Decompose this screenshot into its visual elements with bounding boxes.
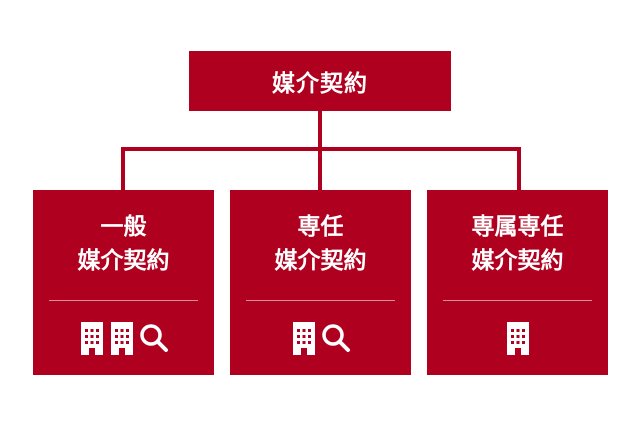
child-label-line2: 媒介契約 [77, 248, 170, 274]
icon-row [33, 321, 214, 355]
icon-row [230, 321, 411, 355]
divider [49, 300, 198, 301]
magnifier-icon [321, 321, 351, 355]
connector-root-stem [318, 111, 322, 149]
child-box-general: 一般 媒介契約 [33, 190, 214, 375]
root-box: 媒介契約 [189, 51, 451, 111]
child-label-general: 一般 媒介契約 [33, 210, 214, 278]
child-label-line1: 専任 [297, 214, 344, 240]
child-label-line1: 専属専任 [471, 214, 564, 240]
magnifier-icon [139, 321, 169, 355]
root-label: 媒介契約 [272, 71, 368, 97]
child-label-exclusive: 専任 媒介契約 [230, 210, 411, 278]
building-icon [505, 321, 531, 355]
connector-branch-right [517, 147, 521, 190]
divider [246, 300, 395, 301]
building-icon [109, 321, 135, 355]
child-box-exclusive: 専任 媒介契約 [230, 190, 411, 375]
child-label-exclusive-dedicated: 専属専任 媒介契約 [427, 210, 608, 278]
child-label-line2: 媒介契約 [274, 248, 367, 274]
child-label-line2: 媒介契約 [471, 248, 564, 274]
child-label-line1: 一般 [100, 214, 147, 240]
connector-branch-left [121, 147, 125, 190]
icon-row [427, 321, 608, 355]
child-box-exclusive-dedicated: 専属専任 媒介契約 [427, 190, 608, 375]
building-icon [79, 321, 105, 355]
connector-branch-middle [318, 147, 322, 190]
divider [443, 300, 592, 301]
building-icon [291, 321, 317, 355]
